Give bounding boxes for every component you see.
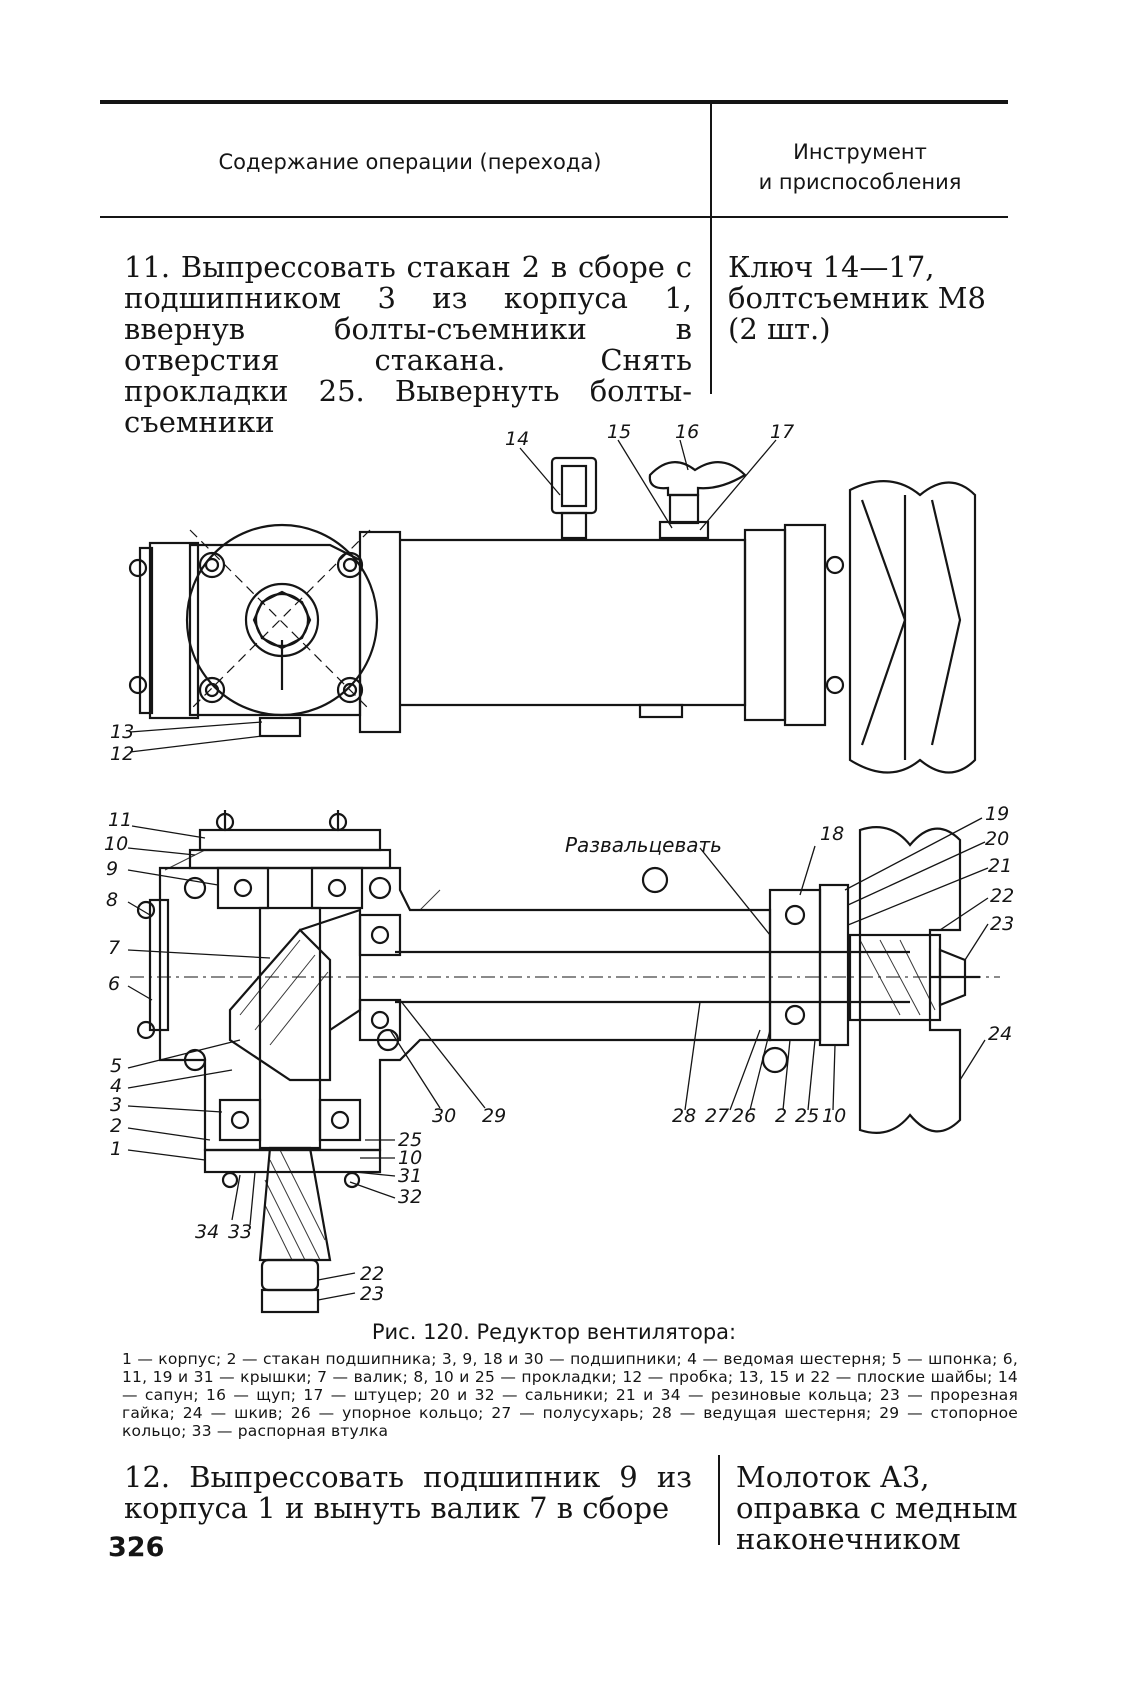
page-number: 326 — [108, 1532, 165, 1563]
label-26: 26 — [732, 1105, 756, 1127]
label-20: 20 — [985, 828, 1009, 850]
table-header-rule — [100, 216, 1008, 218]
label-10-left: 10 — [104, 833, 128, 855]
label-2-left: 2 — [110, 1115, 122, 1137]
label-17: 17 — [770, 421, 794, 443]
label-34: 34 — [195, 1221, 219, 1243]
step-11-tools: Ключ 14—17, болтсъемник М8 (2 шт.) — [728, 250, 986, 346]
label-6: 6 — [108, 973, 120, 995]
label-15: 15 — [607, 421, 631, 443]
table-column-divider — [710, 104, 712, 394]
label-30: 30 — [432, 1105, 456, 1127]
label-21: 21 — [988, 855, 1012, 877]
label-28: 28 — [672, 1105, 696, 1127]
label-7: 7 — [108, 937, 120, 959]
label-22-right: 22 — [990, 885, 1014, 907]
label-10-mid: 10 — [398, 1147, 422, 1169]
header-tools-line1: Инструмент — [793, 140, 927, 164]
label-22-bottom: 22 — [360, 1263, 384, 1285]
label-16: 16 — [675, 421, 699, 443]
label-4: 4 — [110, 1075, 122, 1097]
label-24: 24 — [988, 1023, 1012, 1045]
step-12-text: 12. Выпрессовать подшипник 9 из корпуса … — [124, 1460, 692, 1525]
table-top-rule — [100, 100, 1008, 104]
label-14: 14 — [505, 428, 529, 450]
label-29: 29 — [482, 1105, 506, 1127]
label-1: 1 — [110, 1138, 122, 1160]
label-13: 13 — [110, 721, 134, 743]
label-23-right: 23 — [990, 913, 1014, 935]
label-23-bottom: 23 — [360, 1283, 384, 1305]
label-33: 33 — [228, 1221, 252, 1243]
header-operation: Содержание операции (перехода) — [218, 150, 602, 174]
label-11: 11 — [108, 809, 132, 831]
label-3: 3 — [110, 1094, 122, 1116]
figure-legend: 1 — корпус; 2 — стакан подшипника; 3, 9,… — [122, 1350, 1018, 1440]
label-31: 31 — [398, 1165, 422, 1187]
label-25-mid: 25 — [398, 1129, 422, 1151]
label-32: 32 — [398, 1186, 422, 1208]
label-2-bottom: 2 — [775, 1105, 787, 1127]
label-5: 5 — [110, 1055, 122, 1077]
section-annotation: Развальцевать — [565, 833, 722, 857]
step-11-text: 11. Выпрессовать стакан 2 в сборе с подш… — [124, 250, 692, 439]
label-9: 9 — [106, 858, 118, 880]
step-12-tools: Молоток А3, оправка с медным наконечнико… — [736, 1460, 1018, 1556]
label-25-bottom: 25 — [795, 1105, 819, 1127]
label-8: 8 — [106, 889, 118, 911]
label-18: 18 — [820, 823, 844, 845]
label-19: 19 — [985, 803, 1009, 825]
reducer-drawing: 14 15 16 17 13 12 — [104, 421, 1014, 1314]
step-12-column-divider — [718, 1455, 720, 1545]
label-27: 27 — [705, 1105, 729, 1127]
label-10-bottom: 10 — [822, 1105, 846, 1127]
header-tools-line2: и приспособления — [758, 170, 962, 194]
figure-caption-title: Рис. 120. Редуктор вентилятора: — [371, 1320, 737, 1344]
label-12: 12 — [110, 743, 134, 765]
